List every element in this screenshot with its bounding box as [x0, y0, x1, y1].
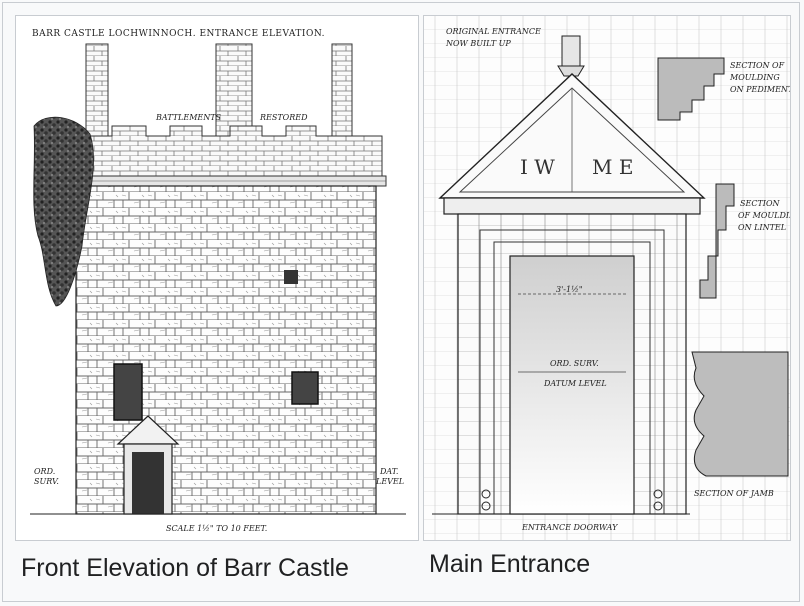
section-lintel-label-3: ON LINTEL — [738, 223, 786, 232]
door-opening — [509, 255, 635, 515]
datum-level-label: DATUM LEVEL — [543, 379, 607, 388]
ivy-growth — [33, 116, 94, 307]
castle-elevation-image[interactable]: BARR CASTLE LOCHWINNOCH. ENTRANCE ELEVAT… — [15, 15, 419, 541]
ord-surv-label-2: SURV. — [34, 477, 59, 486]
main-entrance-image[interactable]: ORIGINAL ENTRANCE NOW BUILT UP I W M E 3… — [423, 15, 791, 541]
width-dimension: 3'-1½" — [556, 285, 583, 294]
battlements-label: BATTLEMENTS — [155, 113, 222, 122]
main-entrance-drawing: ORIGINAL ENTRANCE NOW BUILT UP I W M E 3… — [424, 16, 790, 540]
initials-left: I W — [520, 155, 555, 179]
original-entrance-label-1: ORIGINAL ENTRANCE — [446, 27, 541, 36]
caption-main-entrance: Main Entrance — [429, 550, 591, 578]
drawing-header: BARR CASTLE LOCHWINNOCH. ENTRANCE ELEVAT… — [32, 29, 325, 39]
chimney-center — [215, 43, 253, 137]
chimney-right — [331, 43, 353, 137]
battlements — [81, 125, 383, 177]
dat-level-label-2: LEVEL — [375, 477, 404, 486]
original-entrance-label-2: NOW BUILT UP — [445, 39, 511, 48]
entrance-doorway-label: ENTRANCE DOORWAY — [521, 523, 618, 532]
window-left — [113, 363, 143, 421]
chimney-left — [85, 43, 109, 137]
section-jamb-label: SECTION OF JAMB — [694, 489, 774, 498]
tower-wall — [75, 185, 377, 515]
section-lintel-label-2: OF MOULDING — [738, 211, 790, 220]
cornice — [443, 197, 701, 215]
entrance-door — [132, 452, 164, 514]
section-pediment-label-3: ON PEDIMENT — [730, 85, 790, 94]
pediment-moulding-section — [657, 57, 725, 121]
small-window-upper — [284, 270, 298, 284]
castle-elevation-drawing: BARR CASTLE LOCHWINNOCH. ENTRANCE ELEVAT… — [30, 29, 406, 533]
restored-label: RESTORED — [259, 113, 308, 122]
section-pediment-label-2: MOULDING — [729, 73, 780, 82]
scale-label: SCALE 1½" TO 10 FEET. — [166, 524, 267, 533]
ord-surv-label-1: ORD. — [34, 467, 55, 476]
pediment-finial — [561, 35, 581, 67]
section-pediment-label-1: SECTION OF — [730, 61, 785, 70]
window-right — [291, 371, 319, 405]
section-lintel-label-1: SECTION — [740, 199, 780, 208]
jamb-section — [691, 351, 789, 477]
caption-front-elevation: Front Elevation of Barr Castle — [21, 554, 349, 582]
dat-level-label-1: DAT. — [379, 467, 398, 476]
lintel-moulding-section — [699, 183, 735, 299]
ord-surv-label: ORD. SURV. — [550, 359, 599, 368]
initials-right: M E — [592, 155, 633, 179]
